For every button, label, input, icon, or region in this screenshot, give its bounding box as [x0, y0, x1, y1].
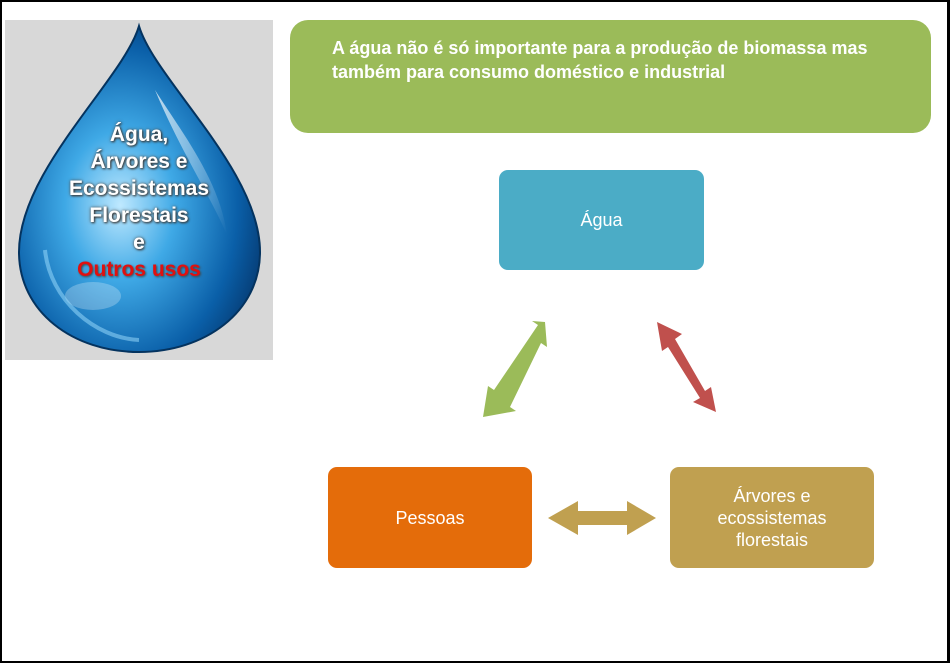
drop-title-line: e [133, 231, 145, 254]
node-trees: Árvores e ecossistemas florestais [670, 467, 874, 568]
node-water: Água [499, 170, 704, 270]
drop-title-line: Florestais [89, 204, 189, 227]
node-people: Pessoas [328, 467, 532, 568]
drop-title: Água, Árvores e Ecossistemas Florestais … [5, 121, 273, 283]
water-drop-graphic: Água, Árvores e Ecossistemas Florestais … [5, 20, 273, 360]
drop-title-line: Ecossistemas [68, 177, 210, 200]
connector-people-trees [548, 501, 656, 535]
connector-water-trees [657, 322, 716, 412]
callout-box: A água não é só importante para a produç… [290, 20, 931, 133]
drop-title-line: Água, [109, 123, 169, 146]
water-drop-icon [17, 22, 262, 354]
connector-people-water [483, 321, 547, 417]
drop-title-accent: Outros usos [77, 258, 201, 281]
drop-title-line: Árvores e [90, 150, 188, 173]
